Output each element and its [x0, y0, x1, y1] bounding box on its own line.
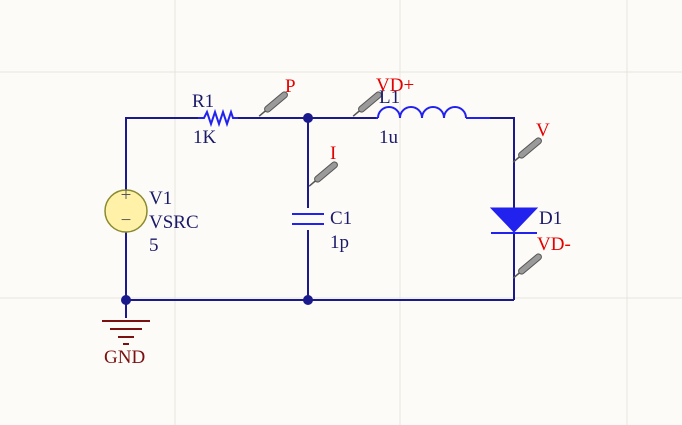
- l1-ref-label: L1: [379, 87, 400, 108]
- d1-ref-label: D1: [539, 208, 562, 229]
- inductor-l1[interactable]: [376, 106, 490, 119]
- junction-bottom-mid: [303, 295, 313, 305]
- voltage-source-v1[interactable]: + −: [104, 185, 148, 233]
- ground-symbol: [102, 320, 150, 345]
- probe-icon-i[interactable]: [307, 161, 338, 189]
- probe-icon-p[interactable]: [257, 91, 288, 119]
- v1-ref-label: V1: [149, 188, 172, 209]
- wires: [125, 117, 515, 318]
- resistor-r1[interactable]: [198, 108, 238, 128]
- probe-label-p: P: [285, 76, 296, 97]
- c1-value-label: 1p: [330, 232, 349, 253]
- probe-icons: [257, 91, 542, 281]
- c1-ref-label: C1: [330, 208, 352, 229]
- v1-minus-sign: −: [121, 210, 132, 231]
- probe-icon-vdplus[interactable]: [351, 91, 382, 119]
- r1-value-label: 1K: [193, 127, 217, 148]
- probe-label-v: V: [536, 120, 550, 141]
- v1-value-label: 5: [149, 235, 159, 256]
- junction-bottom-left: [121, 295, 131, 305]
- probe-label-vdminus: VD-: [537, 234, 571, 255]
- junction-top: [303, 113, 313, 123]
- v1-model-label: VSRC: [149, 212, 199, 233]
- probe-label-i: I: [330, 143, 336, 164]
- l1-value-label: 1u: [379, 127, 399, 148]
- v1-plus-sign: +: [121, 185, 132, 206]
- probe-icon-v[interactable]: [511, 137, 542, 165]
- diode-d1[interactable]: [489, 207, 539, 234]
- gnd-label: GND: [104, 347, 145, 368]
- r1-ref-label: R1: [192, 91, 214, 112]
- probe-icon-vdminus[interactable]: [511, 253, 542, 281]
- capacitor-c1[interactable]: [292, 213, 324, 225]
- probe-label-vdplus: VD+: [376, 75, 414, 96]
